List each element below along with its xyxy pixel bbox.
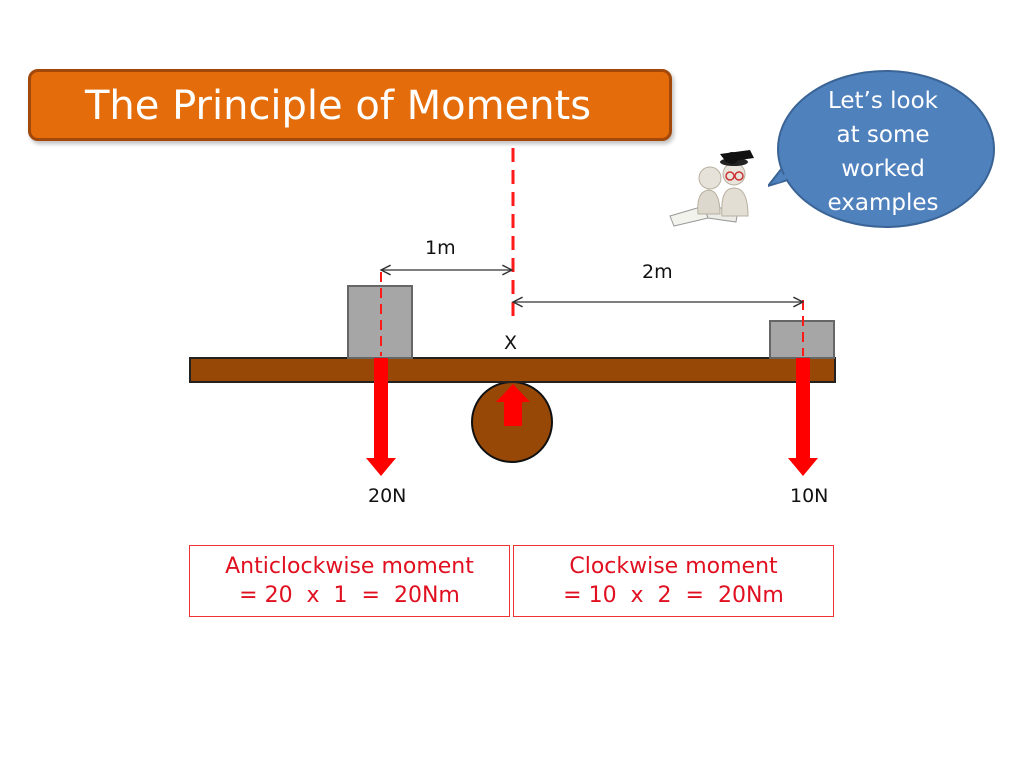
title-banner: The Principle of Moments: [28, 69, 672, 141]
left-distance-label: 1m: [425, 237, 456, 259]
speech-bubble-text: Let’s look at some worked examples: [800, 84, 966, 220]
clockwise-moment-box: Clockwise moment = 10 x 2 = 20Nm: [513, 545, 834, 617]
left-force-arrow: [366, 358, 396, 476]
speech-line: at some: [836, 122, 930, 148]
reaction-force-arrow: [496, 384, 530, 426]
clockwise-moment-title: Clockwise moment: [569, 554, 778, 579]
speech-line: Let’s look: [827, 88, 939, 114]
right-force-label: 10N: [790, 485, 829, 507]
beam: [189, 357, 836, 383]
anticlockwise-moment-box: Anticlockwise moment = 20 x 1 = 20Nm: [189, 545, 510, 617]
page-title: The Principle of Moments: [85, 83, 592, 129]
speech-line: worked: [841, 156, 925, 182]
clockwise-moment-calc: = 10 x 2 = 20Nm: [563, 583, 784, 608]
left-force-label: 20N: [368, 485, 407, 507]
speech-line: examples: [827, 190, 939, 216]
right-force-arrow: [788, 358, 818, 476]
right-distance-label: 2m: [642, 261, 673, 283]
anticlockwise-moment-title: Anticlockwise moment: [225, 554, 474, 579]
speech-bubble: [768, 70, 995, 228]
reading-figures-clipart: [669, 150, 754, 227]
anticlockwise-moment-calc: = 20 x 1 = 20Nm: [239, 583, 460, 608]
pivot-label: X: [504, 332, 518, 354]
